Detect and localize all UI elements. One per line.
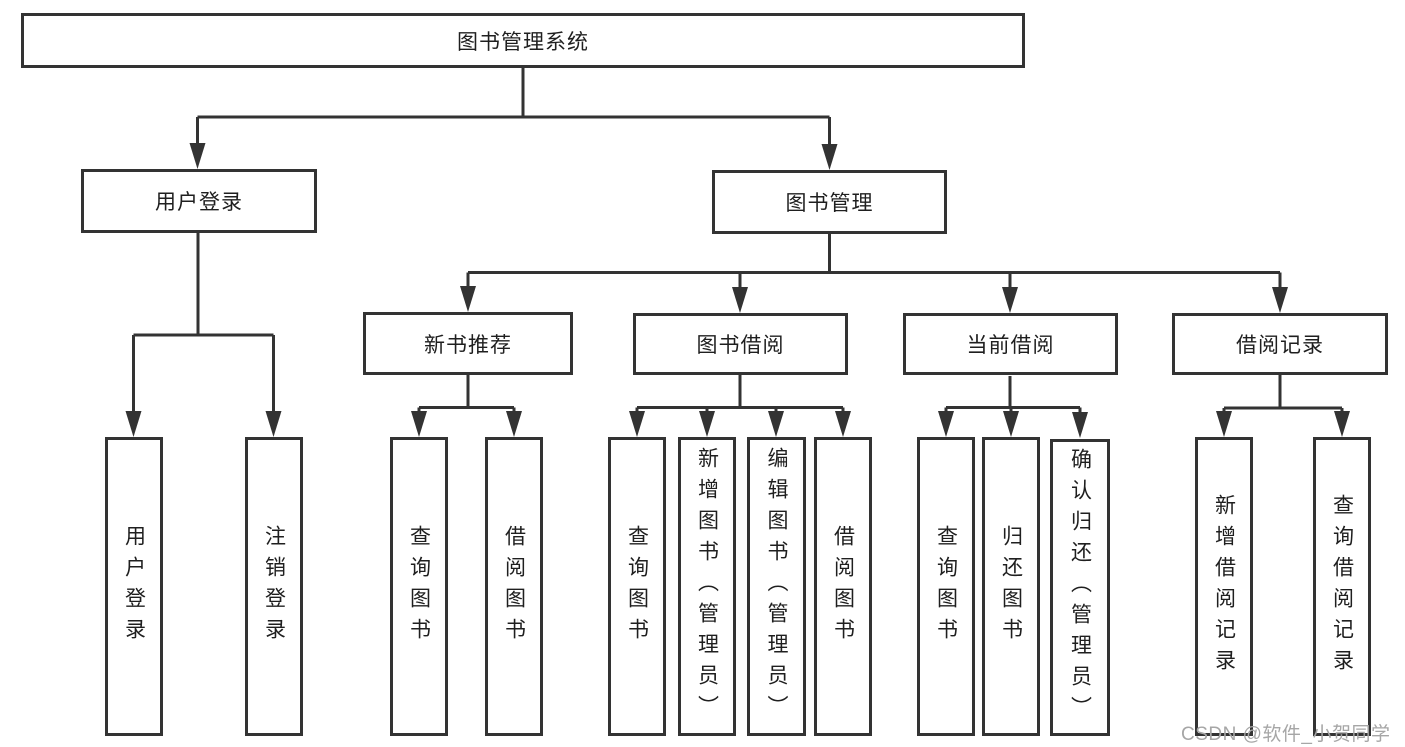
leaf-add-borrow-record: 新增借阅记录 — [1195, 437, 1253, 736]
leaf-borrow-book-recommend: 借阅图书 — [485, 437, 543, 736]
leaf-borrow-book-recommend-label: 借阅图书 — [502, 524, 526, 649]
arrowhead-down-icon — [1216, 411, 1232, 437]
leaf-query-book-recommend-label: 查询图书 — [407, 524, 431, 649]
leaf-logout-label: 注销登录 — [262, 524, 286, 649]
arrowhead-down-icon — [938, 411, 954, 437]
leaf-query-book-current-label: 查询图书 — [934, 524, 958, 649]
connector-line — [944, 376, 1082, 413]
leaf-query-book-recommend: 查询图书 — [390, 437, 448, 736]
arrowhead-down-icon — [835, 411, 851, 437]
node-new-book-recommend-label: 新书推荐 — [424, 333, 512, 357]
leaf-edit-book-admin: 编辑图书（管理员） — [747, 437, 806, 736]
node-root-label: 图书管理系统 — [457, 30, 589, 54]
leaf-confirm-return-admin: 确认归还（管理员） — [1050, 439, 1110, 736]
leaf-add-borrow-record-label: 新增借阅记录 — [1212, 493, 1236, 680]
node-book-borrow: 图书借阅 — [633, 313, 848, 375]
arrowhead-down-icon — [768, 411, 784, 437]
arrowhead-down-icon — [189, 143, 206, 169]
connectors-new-book-recommend — [411, 375, 522, 437]
node-user-login: 用户登录 — [81, 169, 317, 233]
connectors-borrow-record — [1216, 375, 1350, 437]
connector-line — [417, 375, 516, 413]
arrowhead-down-icon — [265, 411, 282, 437]
arrowhead-down-icon — [821, 144, 838, 170]
connector-line — [132, 233, 275, 412]
connector-line — [1222, 375, 1344, 413]
connector-line — [196, 67, 831, 145]
connectors-root — [189, 67, 838, 170]
arrowhead-down-icon — [1272, 287, 1288, 313]
leaf-user-login: 用户登录 — [105, 437, 163, 736]
leaf-user-login-label: 用户登录 — [122, 524, 146, 649]
arrowhead-down-icon — [732, 287, 748, 313]
node-current-borrow-label: 当前借阅 — [966, 334, 1055, 357]
connectors-current-borrow — [938, 376, 1088, 438]
connector-line — [466, 234, 1282, 288]
leaf-return-book-label: 归还图书 — [999, 524, 1023, 649]
connectors-book-borrow — [629, 375, 851, 437]
arrowhead-down-icon — [125, 411, 142, 437]
leaf-borrow-book: 借阅图书 — [814, 437, 872, 736]
arrowhead-down-icon — [1003, 411, 1019, 437]
leaf-query-book-current: 查询图书 — [917, 437, 975, 736]
node-current-borrow: 当前借阅 — [903, 313, 1118, 375]
connector-line — [635, 375, 845, 413]
arrowhead-down-icon — [1002, 287, 1018, 313]
leaf-return-book: 归还图书 — [982, 437, 1040, 736]
leaf-query-borrow-record: 查询借阅记录 — [1313, 437, 1371, 736]
leaf-logout: 注销登录 — [245, 437, 303, 736]
arrowhead-down-icon — [699, 411, 715, 437]
node-borrow-record: 借阅记录 — [1172, 313, 1388, 375]
arrowhead-down-icon — [506, 411, 522, 437]
leaf-confirm-return-admin-label: 确认归还（管理员） — [1068, 448, 1092, 727]
node-book-management: 图书管理 — [712, 170, 947, 234]
node-user-login-label: 用户登录 — [155, 191, 243, 214]
node-book-management-label: 图书管理 — [785, 192, 874, 215]
leaf-borrow-book-label: 借阅图书 — [831, 524, 855, 649]
leaf-add-book-admin-label: 新增图书（管理员） — [695, 447, 719, 726]
node-borrow-record-label: 借阅记录 — [1236, 334, 1324, 357]
connectors-user-login — [125, 233, 282, 437]
watermark: CSDN @软件_小贺同学 — [1181, 724, 1391, 745]
leaf-query-borrow-record-label: 查询借阅记录 — [1330, 493, 1354, 680]
leaf-add-book-admin: 新增图书（管理员） — [678, 437, 736, 736]
leaf-query-book-borrow-label: 查询图书 — [625, 524, 649, 649]
arrowhead-down-icon — [411, 411, 427, 437]
leaf-edit-book-admin-label: 编辑图书（管理员） — [765, 447, 788, 726]
arrowhead-down-icon — [460, 286, 476, 312]
node-book-borrow-label: 图书借阅 — [696, 334, 785, 357]
connectors-book-management — [460, 234, 1288, 313]
node-root: 图书管理系统 — [21, 13, 1025, 68]
arrowhead-down-icon — [1072, 412, 1088, 438]
arrowhead-down-icon — [629, 411, 645, 437]
node-new-book-recommend: 新书推荐 — [363, 312, 573, 375]
arrowhead-down-icon — [1334, 411, 1350, 437]
leaf-query-book-borrow: 查询图书 — [608, 437, 666, 736]
